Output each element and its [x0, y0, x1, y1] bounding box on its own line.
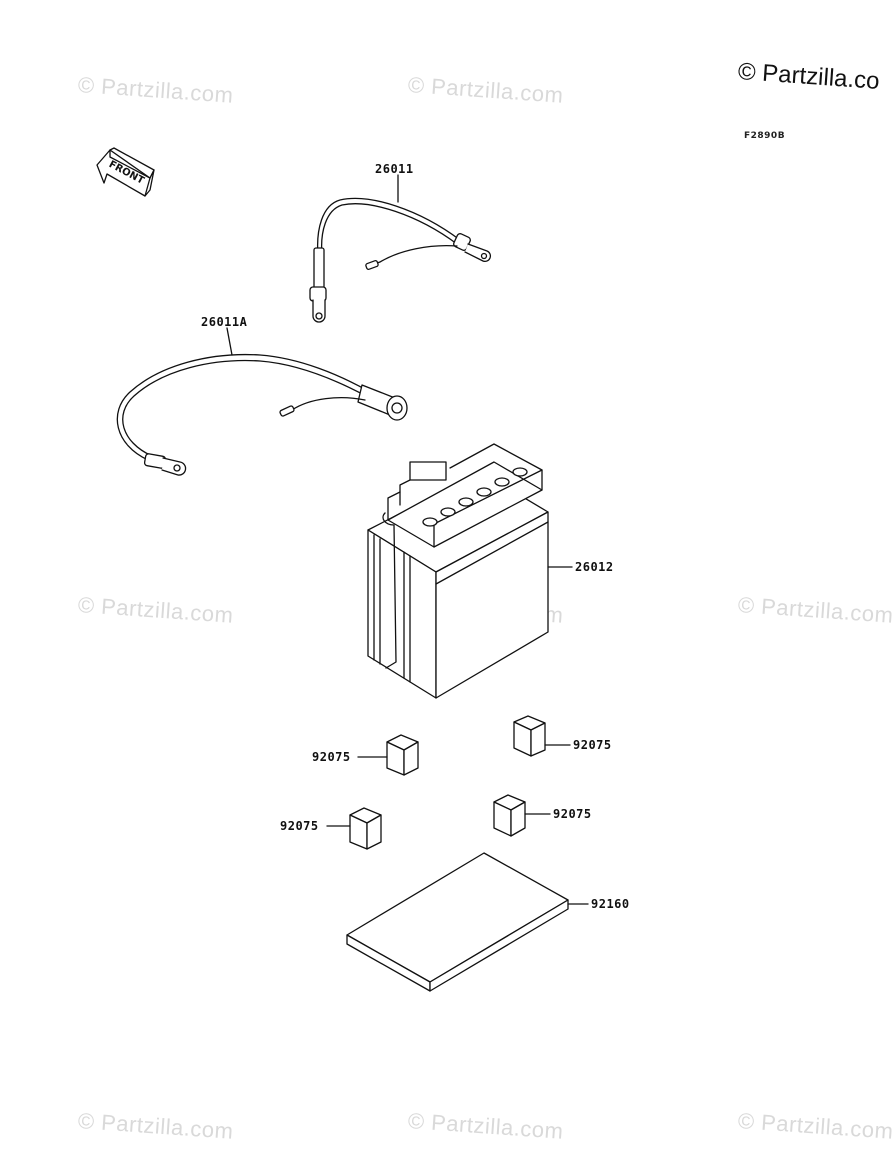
- part-label-92075[interactable]: 92075: [573, 738, 612, 752]
- part-label-26012[interactable]: 26012: [575, 560, 614, 574]
- figure-code: F2890B: [744, 131, 786, 141]
- base-pad-92160: [346, 852, 569, 992]
- part-label-92075[interactable]: 92075: [553, 807, 592, 821]
- pad-92075-2: [513, 715, 546, 757]
- pad-92075-1: [386, 734, 419, 776]
- part-label-26011[interactable]: 26011: [375, 162, 414, 176]
- part-label-26011a[interactable]: 26011A: [201, 315, 248, 329]
- pad-92075-3: [349, 807, 382, 850]
- part-label-92160[interactable]: 92160: [591, 897, 630, 911]
- part-label-92075[interactable]: 92075: [280, 819, 319, 833]
- battery-26012: [367, 443, 549, 699]
- part-label-92075[interactable]: 92075: [312, 750, 351, 764]
- cable-26011a: [116, 353, 408, 476]
- front-arrow-icon: [96, 147, 155, 197]
- pad-92075-4: [493, 794, 526, 837]
- cable-26011: [309, 197, 491, 323]
- battery-cells: [422, 467, 528, 527]
